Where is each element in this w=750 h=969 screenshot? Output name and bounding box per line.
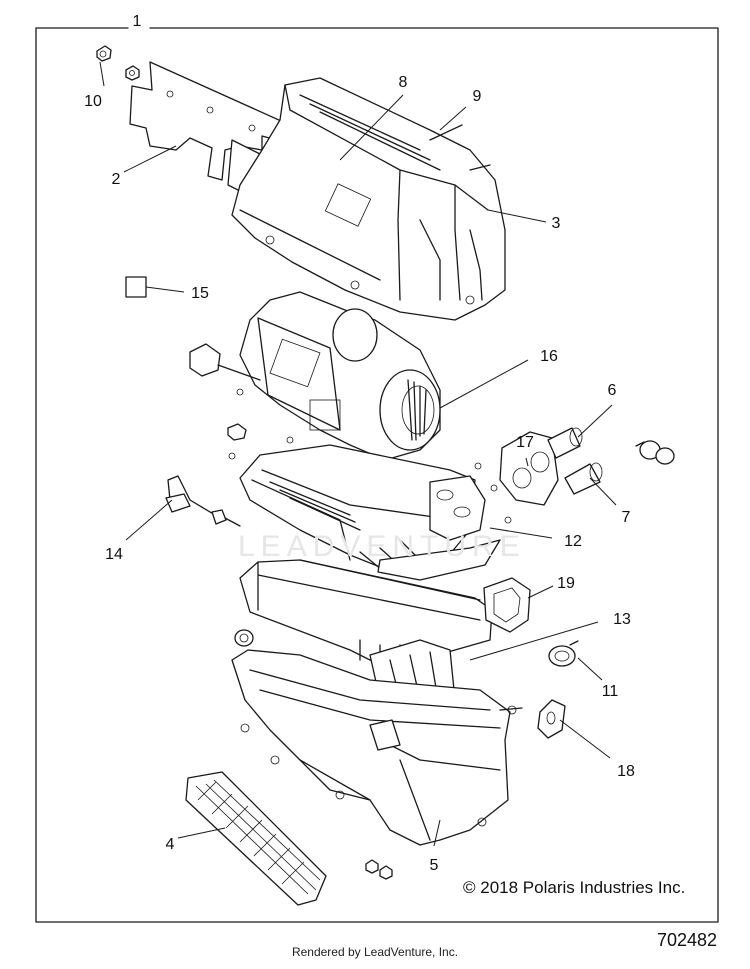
part-6-fitting — [547, 427, 583, 459]
part-17-gasket — [499, 431, 559, 506]
callout-12: 12 — [564, 533, 582, 550]
copyright-notice: © 2018 Polaris Industries Inc. — [463, 878, 686, 897]
callout-6: 6 — [607, 382, 617, 399]
part-3-upper-housing — [231, 77, 506, 321]
assembly-frame — [35, 27, 719, 923]
part-hose-clamps — [635, 440, 675, 465]
part-4-filter-grille — [185, 771, 327, 906]
callout-8: 8 — [398, 74, 408, 91]
callout-11: 11 — [601, 683, 619, 700]
part-14-sensor — [165, 475, 241, 527]
callout-4: 4 — [165, 836, 175, 853]
part-5-lower-case — [231, 649, 523, 846]
callout-3: 3 — [551, 215, 561, 232]
callout-15: 15 — [191, 285, 209, 302]
callout-leaders — [99, 61, 617, 847]
part-7-fitting — [564, 462, 603, 495]
part-18-bracket — [537, 699, 566, 739]
callout-13: 13 — [613, 611, 631, 628]
callout-9: 9 — [472, 88, 482, 105]
callout-18: 18 — [617, 763, 635, 780]
callout-5: 5 — [429, 857, 439, 874]
watermark-text: LEADVENTURE — [238, 530, 526, 563]
diagram-number: 702482 — [657, 930, 718, 950]
part-bottom-nuts — [365, 859, 393, 880]
part-12-heater-core — [239, 444, 501, 581]
part-grommet — [234, 629, 254, 647]
part-11-clamp — [548, 640, 579, 667]
part-nut-top — [125, 65, 140, 81]
part-15-label — [125, 276, 147, 298]
callout-1: 1 — [132, 13, 142, 30]
callout-7: 7 — [621, 509, 631, 526]
callout-10: 10 — [84, 93, 102, 110]
part-10-nut — [96, 45, 112, 62]
callout-2: 2 — [111, 171, 121, 188]
part-screws — [227, 423, 512, 524]
rendered-by-credit: Rendered by LeadVenture, Inc. — [291, 945, 459, 959]
callout-14: 14 — [105, 546, 123, 563]
part-16-blower — [189, 291, 441, 461]
callout-19: 19 — [557, 575, 575, 592]
callout-17: 17 — [516, 434, 534, 451]
part-19-seal — [483, 577, 531, 633]
callout-16: 16 — [540, 348, 558, 365]
